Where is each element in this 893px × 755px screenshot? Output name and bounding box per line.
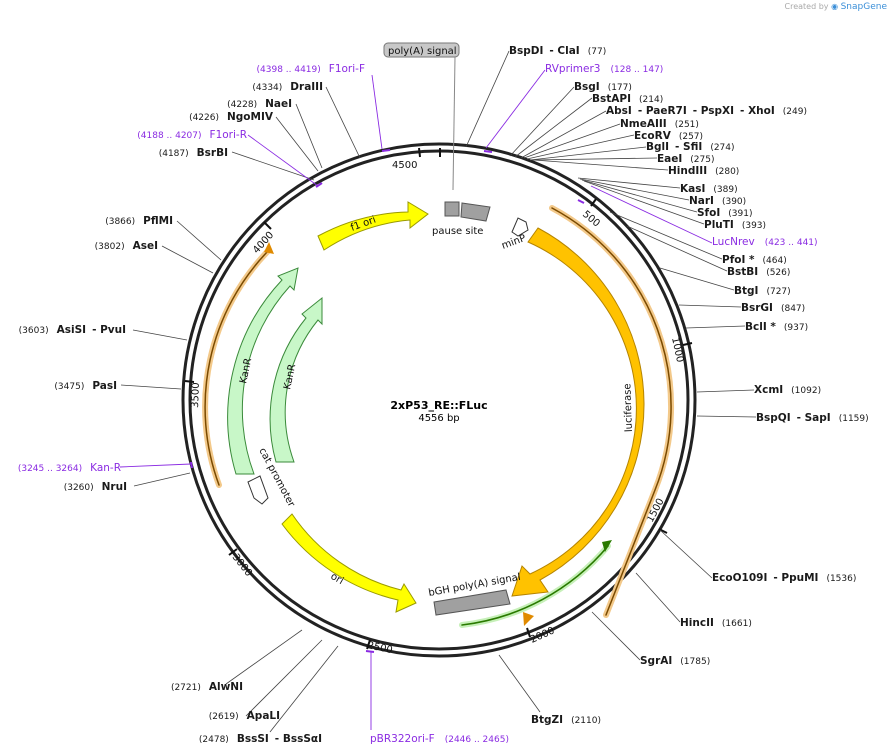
highlight-strips [202, 205, 675, 628]
primer-mark [381, 149, 391, 152]
site-label-apali: (2619)ApaLI [209, 710, 280, 722]
site-label-pflmi: (3866)PflMI [105, 215, 173, 227]
site-label-bsssi: (2478)BssSI- BssSαI [199, 733, 322, 745]
site-label-btgi: BtgI(727) [734, 285, 791, 297]
site-label-bstbi: BstBI(526) [727, 266, 790, 278]
site-label-hindiii: HindIII(280) [668, 165, 739, 177]
tick-500 [590, 198, 597, 207]
feature-kanr-inner[interactable]: KanR [269, 296, 323, 463]
plasmid-name: 2xP53_RE::FLuc [390, 399, 487, 412]
site-label-ngomiv: (4226)NgoMIV [189, 111, 274, 123]
feature-pause-site[interactable]: pause site [432, 201, 491, 237]
tick-2000 [526, 627, 531, 638]
site-label-pluti: PluTI(393) [704, 219, 766, 231]
site-label-ecorv: EcoRV(257) [634, 130, 703, 142]
site-label-bsrgi: BsrGI(847) [741, 302, 805, 314]
snapgene-logo-icon: ◉ [831, 2, 839, 11]
primer-marks [190, 149, 585, 653]
site-label-bsrbi: (4187)BsrBI [159, 147, 228, 159]
feature-f1-ori[interactable]: f1 ori [317, 201, 429, 251]
site-leaders [120, 50, 757, 733]
tick-3500 [184, 380, 195, 383]
primer-mark [315, 182, 323, 188]
feature-kanr-outer[interactable]: KanR [227, 267, 299, 475]
plasmid-length: 4556 bp [418, 413, 459, 424]
highlight-arrow-icon [523, 612, 534, 626]
highlight-arrow-icon [264, 242, 274, 254]
tick-3000 [228, 548, 238, 556]
primer-label-lucnrev: LucNrev(423 .. 441) [712, 236, 818, 248]
site-label-naei: (4228)NaeI [227, 98, 292, 110]
primer-leaders [119, 69, 713, 730]
site-label-absi: AbsI- PaeR7I- PspXI- XhoI(249) [606, 105, 807, 117]
tick-4000 [263, 221, 272, 230]
site-label-bstapi: BstAPI(214) [592, 93, 663, 105]
feature-label-polya-signal-top: poly(A) signal [388, 46, 457, 57]
tick-label-3000: 3000 [230, 552, 254, 579]
site-label-bgli: BglI- SfiI(274) [646, 141, 735, 153]
site-label-nrui: (3260)NruI [64, 481, 127, 493]
highlight-arrow-icon [602, 540, 612, 552]
tick-4500 [418, 147, 421, 158]
primer-label-f1ori-f: (4398 .. 4419)F1ori-F [257, 63, 366, 75]
site-label-xcmi: XcmI(1092) [754, 384, 821, 396]
primer-mark [483, 150, 493, 153]
feature-label-pause-site: pause site [432, 226, 483, 237]
primer-mark [190, 461, 193, 469]
site-labels-left: (2478)BssSI- BssSαI (2619)ApaLI (2721)Al… [19, 81, 323, 745]
primer-label-pbr322ori-f: pBR322ori-F(2446 .. 2465) [370, 733, 509, 745]
site-label-hincii: HincII(1661) [680, 617, 752, 629]
feature-label-kanr-inner: KanR [282, 363, 298, 391]
tick-2500 [366, 639, 371, 650]
tick-label-2000: 2000 [529, 625, 557, 645]
feature-label-luciferase: luciferase [622, 383, 635, 432]
tick-label-3500: 3500 [190, 382, 202, 408]
site-label-alwni: (2721)AlwNI [171, 681, 243, 693]
site-label-ecoo109i: EcoO109I- PpuMI(1536) [712, 572, 856, 584]
tick-marks [184, 147, 693, 650]
site-label-btgzi: BtgZI(2110) [531, 714, 601, 726]
credit-prefix: Created by [784, 2, 829, 11]
feature-label-minp: minP [500, 233, 527, 252]
tick-1000 [682, 342, 693, 346]
site-label-draiii: (4334)DraIII [252, 81, 323, 93]
feature-polya-signal-top[interactable]: poly(A) signal [383, 42, 460, 191]
site-label-pasi: (3475)PasI [54, 380, 117, 392]
site-label-bsgi: BsgI(177) [574, 81, 632, 93]
tick-label-4500: 4500 [392, 160, 417, 171]
tick-1500 [658, 528, 668, 534]
snapgene-credit: Created by ◉ SnapGene [785, 2, 888, 12]
primer-label-f1ori-r: (4188 .. 4207)F1ori-R [137, 129, 247, 141]
site-label-nmeaiii: NmeAIII(251) [620, 118, 699, 130]
primer-mark [577, 199, 585, 204]
site-labels-right: BspDI- ClaI(77) BsgI(177) BstAPI(214) Ab… [509, 45, 869, 726]
feature-ori[interactable]: ori [281, 513, 417, 613]
site-label-eaei: EaeI(275) [657, 153, 715, 165]
primer-mark [365, 650, 375, 653]
site-label-kasi: KasI(389) [680, 183, 738, 195]
feature-label-f1-ori: f1 ori [349, 215, 377, 234]
tick-label-1000: 1000 [669, 336, 685, 363]
feature-luciferase[interactable]: luciferase [511, 227, 645, 597]
feature-bgh-polya[interactable]: bGH poly(A) signal [428, 572, 522, 616]
site-label-bspdi: BspDI- ClaI(77) [509, 45, 606, 57]
site-label-pfoi: PfoI *(464) [722, 254, 787, 266]
credit-brand: SnapGene [840, 2, 887, 12]
site-label-sgrai: SgrAI(1785) [640, 655, 710, 667]
feature-label-kanr-outer: KanR [238, 357, 254, 385]
primer-label-kan-r: (3245 .. 3264)Kan-R [18, 462, 121, 474]
site-label-sfoi: SfoI(391) [697, 207, 752, 219]
feature-minp[interactable]: minP [500, 217, 529, 252]
primer-label-rvprimer3: RVprimer3(128 .. 147) [545, 63, 663, 75]
site-label-asei: (3802)AseI [95, 240, 158, 252]
primer-labels: RVprimer3(128 .. 147) LucNrev(423 .. 441… [18, 63, 818, 745]
site-label-bcli: BclI *(937) [745, 321, 808, 333]
site-label-asisi: (3603)AsiSI- PvuI [19, 324, 126, 336]
site-label-bspqi: BspQI- SapI(1159) [756, 412, 869, 424]
plasmid-center-labels: 2xP53_RE::FLuc 4556 bp [390, 399, 487, 424]
site-label-nari: NarI(390) [689, 195, 746, 207]
